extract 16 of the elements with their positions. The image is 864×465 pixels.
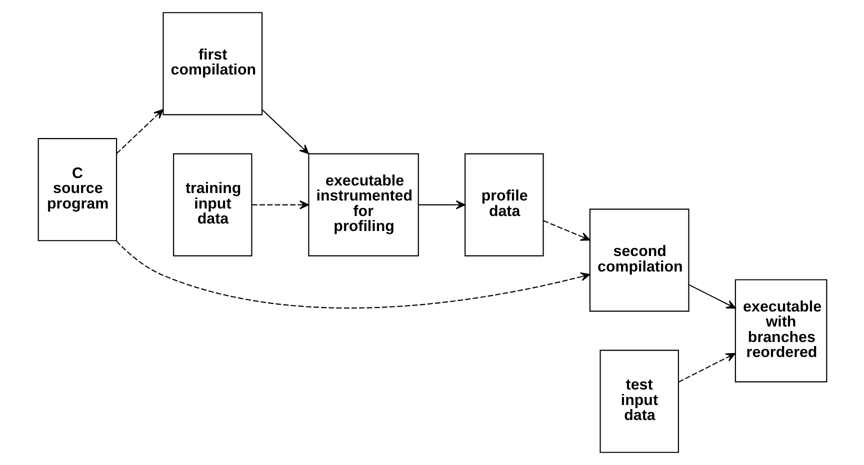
arrow [418,200,465,210]
node-box: executable with branches reordered [734,279,827,382]
node-box: executable instrumented for profiling [308,153,418,256]
arrow [116,240,590,309]
arrow [688,284,736,309]
node-box: second compilation [588,208,689,312]
arrow [262,109,309,154]
arrow [542,220,590,241]
node-box: training input data [172,153,252,256]
node-box: test input data [599,350,678,453]
node-box: profile data [464,153,544,256]
arrow [116,109,163,154]
node-box: C source program [37,138,117,242]
arrow [252,200,309,210]
node-box: first compilation [162,12,262,116]
arrow [678,353,735,383]
